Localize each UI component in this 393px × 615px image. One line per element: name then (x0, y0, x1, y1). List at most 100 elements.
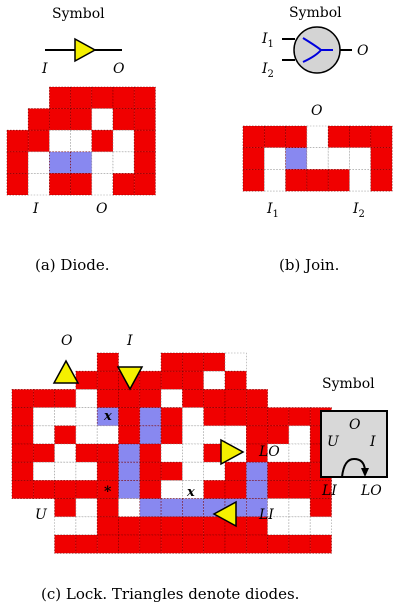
free-cell (263, 169, 286, 192)
free-cell (288, 516, 311, 536)
wall-cell (139, 443, 162, 463)
diode-symbol-out-label: O (113, 61, 125, 77)
wall-cell (139, 389, 162, 408)
free-cell (54, 443, 77, 463)
path-cell (118, 443, 141, 463)
free-cell (288, 425, 311, 445)
wall-cell (370, 169, 393, 192)
wall-cell (246, 389, 268, 408)
lock-diode-left-icon (212, 500, 237, 528)
wall-cell (96, 370, 119, 390)
wall-cell (96, 498, 119, 518)
wall-cell (49, 86, 71, 109)
wall-cell (96, 389, 119, 408)
wall-cell (91, 86, 114, 109)
join-caption: (b) Join. (279, 256, 340, 274)
lock-symbol-i-label: I (369, 434, 376, 450)
wall-cell (112, 108, 135, 131)
wall-cell (306, 169, 329, 192)
wall-cell (139, 516, 162, 536)
lock-symbol-arc-icon (341, 457, 366, 478)
wall-cell (285, 125, 308, 149)
wall-cell (203, 407, 226, 427)
lock-diode-right-icon (220, 438, 245, 466)
free-cell (203, 461, 226, 481)
free-cell (112, 129, 135, 153)
join-grid-out-label: O (311, 103, 323, 119)
free-cell (54, 516, 77, 536)
wall-cell (263, 125, 286, 149)
free-cell (27, 151, 50, 174)
path-cell (118, 461, 141, 481)
join-symbol-icon (282, 26, 352, 74)
lock-i-label: I (126, 333, 133, 349)
wall-cell (75, 370, 98, 390)
join-symbol-in2-label: I2 (261, 61, 274, 80)
wall-cell (203, 389, 226, 408)
lock-symbol-box-icon (320, 410, 388, 478)
wall-cell (309, 534, 332, 554)
wall-cell (224, 461, 247, 481)
wall-cell (118, 407, 141, 427)
wall-cell (267, 534, 290, 554)
wall-cell (309, 480, 332, 499)
wall-cell (6, 129, 29, 153)
lock-caption: (c) Lock. Triangles denote diodes. (41, 585, 300, 603)
free-cell (182, 461, 204, 481)
lock-symbol-arrowhead-icon (361, 468, 369, 477)
path-cell (118, 480, 141, 499)
free-cell (263, 147, 286, 170)
wall-cell (224, 370, 247, 390)
free-cell (160, 443, 183, 463)
wall-cell (6, 173, 29, 196)
free-cell (75, 389, 98, 408)
wall-cell (246, 425, 268, 445)
wall-cell (242, 125, 265, 149)
wall-cell (54, 480, 77, 499)
wall-cell (285, 169, 308, 192)
lock-li-label: LI (258, 507, 274, 523)
wall-cell (32, 443, 55, 463)
wall-cell (91, 129, 114, 153)
wall-cell (133, 151, 156, 174)
wall-cell (160, 461, 183, 481)
wall-cell (118, 425, 141, 445)
wall-cell (133, 173, 156, 196)
lock-o-label: O (61, 333, 73, 349)
lock-x2-label: x (186, 485, 195, 500)
wall-cell (370, 125, 393, 149)
lock-diode-down-icon (116, 366, 144, 391)
wall-cell (133, 129, 156, 153)
wall-cell (70, 86, 93, 109)
wall-cell (54, 425, 77, 445)
wall-cell (309, 498, 332, 518)
wall-cell (203, 352, 226, 372)
wall-cell (49, 173, 71, 196)
wall-cell (288, 534, 311, 554)
free-cell (75, 516, 98, 536)
wall-cell (139, 480, 162, 499)
wall-cell (327, 125, 350, 149)
wall-cell (160, 534, 183, 554)
free-cell (349, 169, 372, 192)
path-cell (139, 498, 162, 518)
free-cell (32, 407, 55, 427)
wall-cell (139, 461, 162, 481)
wall-cell (96, 534, 119, 554)
wall-cell (246, 534, 268, 554)
lock-diode-up-icon (52, 359, 80, 384)
wall-cell (75, 480, 98, 499)
diode-caption: (a) Diode. (35, 256, 110, 274)
wall-cell (70, 173, 93, 196)
lock-symbol-lo-label: LO (360, 483, 382, 499)
diode-symbol-in-label: I (41, 61, 48, 77)
wall-cell (54, 534, 77, 554)
free-cell (91, 151, 114, 174)
free-cell (309, 516, 332, 536)
free-cell (224, 425, 247, 445)
lock-lo-label: LO (258, 444, 280, 460)
wall-cell (182, 370, 204, 390)
wall-cell (96, 461, 119, 481)
path-cell (139, 407, 162, 427)
wall-cell (224, 389, 247, 408)
